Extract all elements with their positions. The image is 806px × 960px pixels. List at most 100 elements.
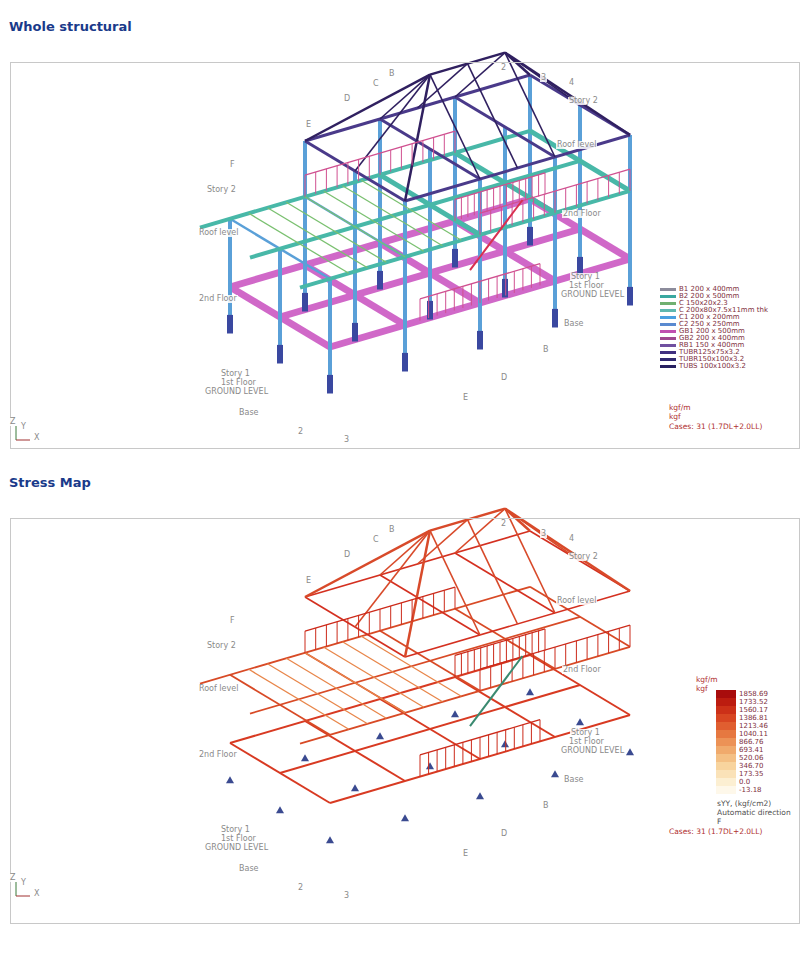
railing-post (474, 650, 475, 672)
legend-text: B2 200 x 500mm (679, 292, 739, 300)
legend-swatch (660, 365, 676, 368)
railing-post (512, 182, 513, 204)
scale-value: 693.41 (739, 746, 764, 754)
railing-post (455, 655, 456, 677)
legend-swatch (660, 344, 676, 347)
model-label: 2nd Floor (562, 666, 602, 674)
model-label: B (542, 346, 550, 354)
model-label: 2nd Floor (198, 751, 238, 759)
railing-post (445, 291, 446, 313)
model-label: Roof level (198, 229, 239, 237)
railing-post (514, 727, 515, 749)
railing-post (505, 730, 506, 752)
railing-post (531, 722, 532, 744)
railing-post (531, 266, 532, 288)
legend-swatch (660, 330, 676, 333)
legend-swatch (660, 351, 676, 354)
railing-post (512, 638, 513, 660)
support-symbol (526, 688, 534, 695)
footing (402, 353, 408, 372)
legend-swatch (660, 323, 676, 326)
model-label: kgf/m (695, 676, 719, 684)
legend-swatch (660, 295, 676, 298)
railing-post (461, 197, 462, 219)
column (328, 279, 332, 378)
floor-joist (249, 669, 349, 729)
railing-post (337, 166, 338, 188)
railing-post (428, 752, 429, 774)
legend-swatch (660, 358, 676, 361)
railing-post (462, 286, 463, 308)
column (553, 157, 557, 312)
scale-value: 1733.52 (739, 698, 768, 706)
railing-post (522, 201, 523, 223)
floor-beam (300, 191, 630, 288)
railing-post (544, 194, 545, 216)
railing-post (412, 144, 413, 166)
hip-rafter (505, 53, 630, 135)
model-label: Story 1 (220, 826, 251, 834)
model-label: X (33, 434, 40, 442)
footing (502, 279, 508, 298)
railing-post (540, 720, 541, 742)
railing-post (608, 631, 609, 653)
model-label: F (716, 818, 722, 826)
legend-row: TUBR125x75x3.2 (660, 349, 768, 356)
model-label: 1st Floor (220, 835, 257, 843)
model-label: 4 (568, 535, 575, 543)
model-label: E (462, 394, 469, 402)
scale-value: 1040.11 (739, 730, 768, 738)
railing-post (471, 284, 472, 306)
model-label: Story 2 (206, 186, 237, 194)
railing-post (493, 188, 494, 210)
legend-swatch (660, 302, 676, 305)
model-label: kgf/m (668, 404, 692, 412)
legend-row: TUBR150x100x3.2 (660, 356, 768, 363)
model-label: 3 (343, 436, 350, 444)
legend-swatch (660, 316, 676, 319)
footing (452, 249, 458, 268)
footing (327, 375, 333, 394)
railing-post (587, 638, 588, 660)
rafter (380, 531, 430, 575)
railing-post (347, 163, 348, 185)
model-label: Cases: 31 (1.7DL+2.0LL) (668, 423, 763, 431)
railing-post (480, 192, 481, 214)
railing-post (630, 169, 631, 191)
railing-post (474, 194, 475, 216)
railing (480, 625, 630, 669)
railing-post (326, 625, 327, 647)
railing-post (576, 641, 577, 663)
stair-stringer (470, 656, 523, 726)
railing-post (480, 213, 481, 235)
section-legend: B1 200 x 400mmB2 200 x 500mmC 150x20x2.3… (660, 286, 768, 370)
railing (305, 131, 455, 175)
model-label: F (229, 161, 236, 169)
railing-post (500, 186, 501, 208)
railing-post (490, 210, 491, 232)
railing-post (455, 199, 456, 221)
model-label: Cases: 31 (1.7DL+2.0LL) (668, 828, 763, 836)
hip-rafter (505, 509, 630, 591)
railing-post (455, 131, 456, 153)
railing-post (597, 179, 598, 201)
model-label: Story 1 (220, 370, 251, 378)
scale-swatch (716, 778, 736, 786)
railing-post (490, 666, 491, 688)
model-label: F (229, 617, 236, 625)
legend-swatch (660, 288, 676, 291)
legend-row: C 150x20x2.3 (660, 300, 768, 307)
scale-swatch (716, 754, 736, 762)
support-symbol (476, 792, 484, 799)
railing-post (522, 269, 523, 291)
scale-swatch (716, 714, 736, 722)
model-label: GROUND LEVEL (204, 388, 269, 396)
scale-swatch (716, 722, 736, 730)
legend-row: RB1 150 x 400mm (660, 342, 768, 349)
support-symbol (276, 806, 284, 813)
floor-joist (249, 213, 349, 273)
model-label: Base (238, 865, 259, 873)
model-label: Z (9, 874, 16, 882)
model-label: Base (238, 409, 259, 417)
model-label: Story 2 (206, 642, 237, 650)
